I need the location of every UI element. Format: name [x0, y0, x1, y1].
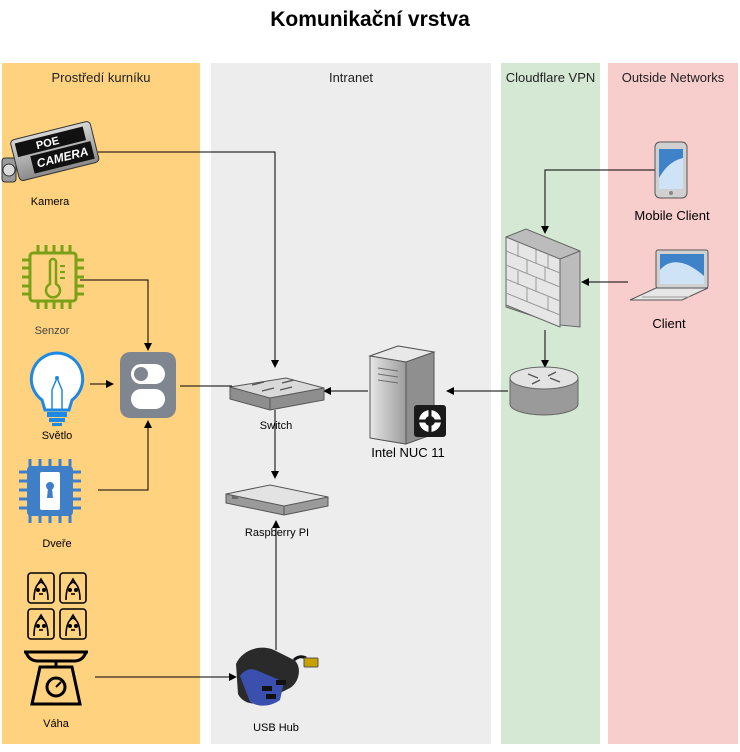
camera-badge-top: POE [35, 135, 60, 152]
lane-farm-label: Prostředí kurníku [51, 70, 151, 85]
nuc-icon [368, 345, 446, 445]
raspberry-label: Raspberry PI [244, 527, 310, 539]
camera-icon: POE CAMERA [1, 121, 100, 183]
chicken-icon [27, 572, 55, 604]
firewall-icon [505, 228, 581, 328]
mobile-client-label: Mobile Client [634, 208, 710, 223]
connectors [80, 151, 655, 681]
lane-outside-label: Outside Networks [621, 70, 725, 85]
client-label: Client [652, 316, 686, 331]
lane-vpn-label: Cloudflare VPN [505, 70, 596, 85]
chicken-icons [27, 572, 87, 640]
lane-intranet-label: Intranet [328, 70, 374, 85]
switch-label: Switch [259, 420, 293, 432]
usb-hub-icon [236, 647, 319, 706]
chicken-icon [27, 608, 55, 640]
diagram-title: Komunikační vrstva [270, 8, 470, 31]
camera-label: Kamera [30, 196, 70, 208]
mobile-client-icon [654, 141, 688, 199]
sensor-icon [22, 245, 84, 309]
switch-icon [229, 377, 325, 411]
edge-sensor-hub [80, 279, 152, 351]
usb-hub-label: USB Hub [253, 722, 299, 734]
raspberry-icon [225, 484, 329, 516]
light-icon [29, 351, 85, 426]
light-label: Světlo [41, 430, 73, 442]
edge-mobile-firewall [541, 169, 655, 234]
chicken-icon [59, 572, 87, 604]
edge-door-hub [98, 420, 152, 491]
nuc-label: Intel NUC 11 [371, 445, 445, 460]
router-icon [509, 366, 579, 416]
scale-icon [24, 650, 88, 706]
iot-hub-icon [120, 352, 176, 418]
door-icon [19, 459, 81, 523]
chicken-icon [59, 608, 87, 640]
sensor-label: Senzor [34, 325, 70, 337]
client-icon [629, 249, 709, 301]
door-label: Dveře [42, 538, 72, 550]
edge-camera-switch [98, 151, 279, 368]
scale-label: Váha [43, 718, 69, 730]
